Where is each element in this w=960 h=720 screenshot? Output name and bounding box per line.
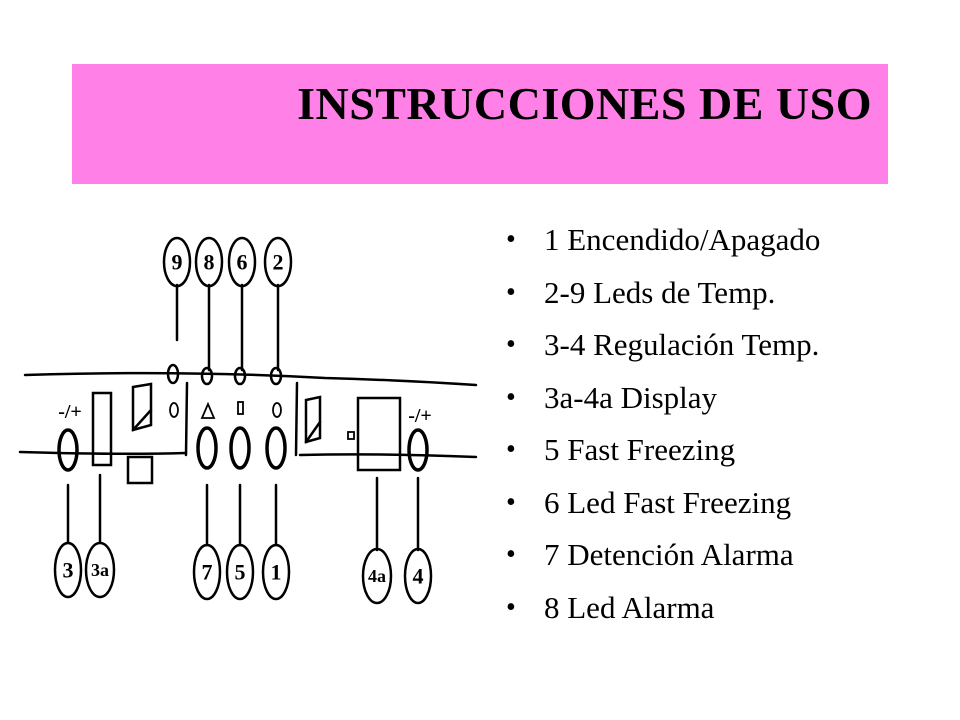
panel-top-edge xyxy=(23,371,478,387)
list-item: • 1 Encendido/Apagado xyxy=(502,214,820,267)
list-item: • 5 Fast Freezing xyxy=(502,424,820,477)
minus-plus-mark: -/+ xyxy=(408,405,432,427)
bullet-icon: • xyxy=(506,539,516,570)
list-item-text: 8 Led Alarma xyxy=(544,589,715,625)
button-7 xyxy=(196,426,218,470)
control-panel-diagram: 9 8 6 2 3 3a 7 5 1 4a 4 -/+ -/+ xyxy=(18,236,478,605)
thermometer-icon xyxy=(237,401,244,415)
list-item: • 8 Led Alarma xyxy=(502,582,820,635)
bullet-icon: • xyxy=(506,381,516,413)
callout-circle xyxy=(84,541,116,599)
bullet-icon: • xyxy=(506,329,516,360)
callout-label-5: 5 xyxy=(235,560,246,585)
list-item-text: 2-9 Leds de Temp. xyxy=(544,274,776,310)
page-title: INSTRUCCIONES DE USO xyxy=(297,78,872,129)
list-item-text: 3-4 Regulación Temp. xyxy=(544,327,820,362)
list-item: • 6 Led Fast Freezing xyxy=(502,477,820,530)
display-3a xyxy=(91,391,113,467)
callout-label-3: 3 xyxy=(63,558,74,583)
list-item: • 3a-4a Display xyxy=(502,372,820,425)
switch-icon xyxy=(131,408,153,432)
callout-circle xyxy=(361,547,393,605)
bullet-icon: • xyxy=(506,224,516,255)
bullet-icon: • xyxy=(506,434,516,465)
knob-4 xyxy=(407,428,429,472)
bullet-icon: • xyxy=(506,276,516,308)
callout-circle xyxy=(263,236,293,288)
callout-label-6: 6 xyxy=(237,250,248,275)
display-4a xyxy=(356,396,402,472)
small-indicator xyxy=(347,431,355,440)
callout-circle xyxy=(194,236,224,288)
list-item-text: 6 Led Fast Freezing xyxy=(544,484,792,520)
instructions-list: •1 Encendido/Apagado •2-9 Leds de Temp. … xyxy=(502,214,820,634)
led-8 xyxy=(200,366,214,386)
list-item-text: 1 Encendido/Apagado xyxy=(544,222,821,257)
switch-icon xyxy=(131,382,153,432)
bullet-icon: • xyxy=(506,591,516,623)
bullet-icon: • xyxy=(506,486,516,518)
list-item-text: 7 Detención Alarma xyxy=(544,537,794,572)
callout-label-8: 8 xyxy=(204,250,215,275)
list-item-text: 3a-4a Display xyxy=(544,379,718,415)
control-square xyxy=(126,455,154,485)
led-2 xyxy=(269,366,283,386)
panel-bottom-edge xyxy=(298,453,478,459)
panel-divider xyxy=(184,381,189,457)
list-item-text: 5 Fast Freezing xyxy=(544,432,736,467)
panel-divider xyxy=(294,381,299,457)
symbol-icon xyxy=(272,402,282,418)
callout-circle xyxy=(162,236,192,288)
led-9 xyxy=(166,363,180,385)
led-6 xyxy=(233,366,247,386)
callout-circle xyxy=(225,543,255,601)
knob-3 xyxy=(57,428,79,472)
minus-plus-mark: -/+ xyxy=(58,401,82,423)
switch-icon xyxy=(304,420,322,444)
title-bar: INSTRUCCIONES DE USO xyxy=(72,64,888,184)
panel-bottom-edge xyxy=(18,450,188,456)
button-1 xyxy=(265,426,287,470)
callout-label-4: 4 xyxy=(413,564,424,589)
callout-circle xyxy=(403,547,433,605)
callout-circle xyxy=(261,543,291,601)
callout-label-7: 7 xyxy=(202,560,213,585)
warning-triangle-icon xyxy=(200,401,216,419)
button-5 xyxy=(229,426,251,470)
callout-label-4a: 4a xyxy=(368,566,386,586)
callout-label-3a: 3a xyxy=(91,560,109,580)
list-item: • 2-9 Leds de Temp. xyxy=(502,267,820,320)
list-item: • 3-4 Regulación Temp. xyxy=(502,319,820,372)
callout-circle xyxy=(53,541,83,599)
list-item: • 7 Detención Alarma xyxy=(502,529,820,582)
callout-label-2: 2 xyxy=(273,250,284,275)
callout-circle xyxy=(192,543,222,601)
callout-label-1: 1 xyxy=(271,560,282,585)
symbol-icon xyxy=(169,402,179,418)
switch-icon xyxy=(304,395,322,444)
callout-label-9: 9 xyxy=(172,250,183,275)
callout-circle xyxy=(227,236,257,288)
